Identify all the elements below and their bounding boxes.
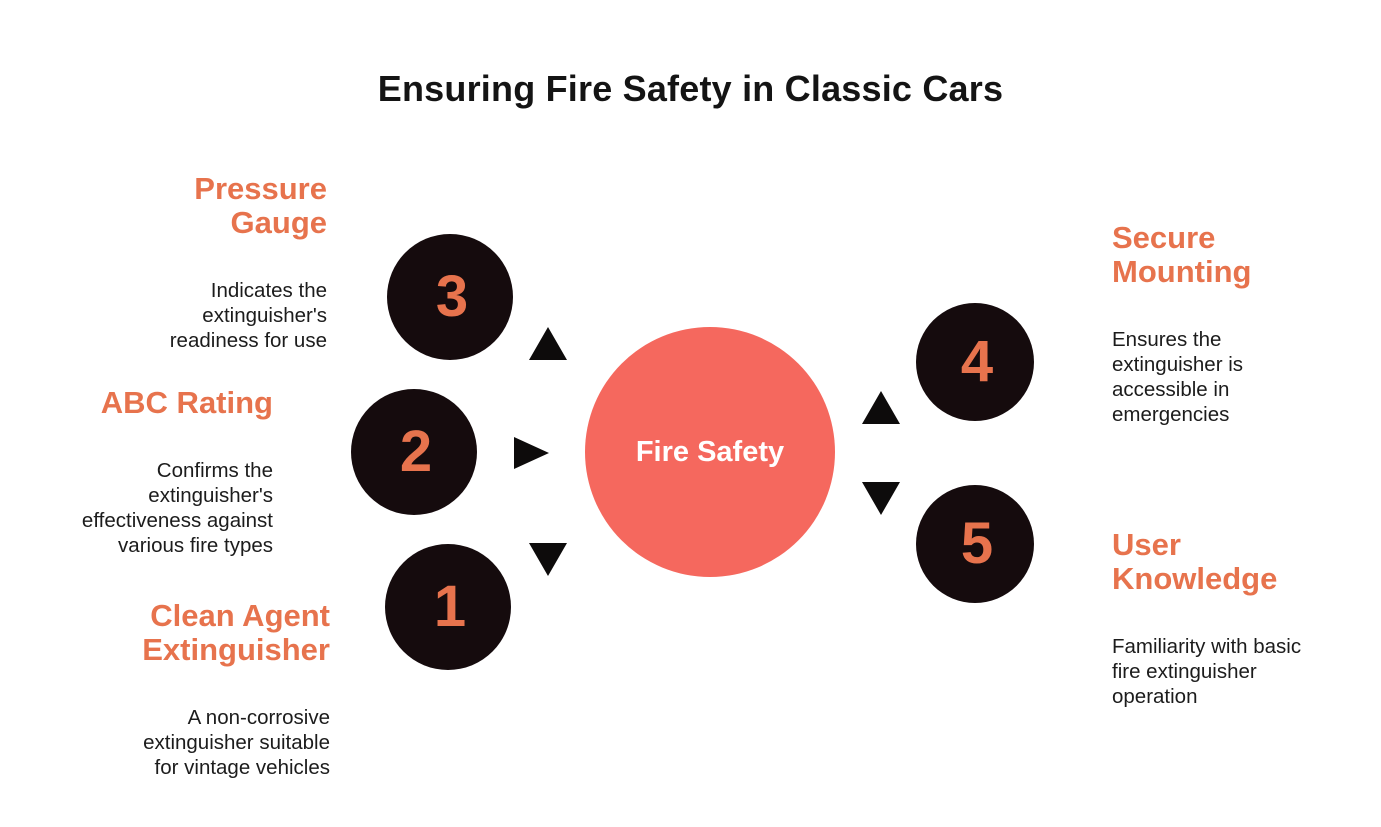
- item-5-heading: User Knowledge: [1112, 527, 1278, 596]
- item-1-text-block: Clean Agent Extinguisher A non-corrosive…: [142, 581, 330, 798]
- triangle-up-icon: [862, 391, 900, 424]
- node-number-1: 1: [433, 574, 467, 639]
- node-circle-3: 3: [387, 234, 513, 360]
- center-circle-label: Fire Safety: [635, 435, 785, 468]
- node-circle-5: 5: [916, 485, 1034, 603]
- center-circle: Fire Safety: [585, 327, 835, 577]
- item-1-heading: Clean Agent Extinguisher: [142, 598, 330, 667]
- node-circle-4: 4: [916, 303, 1034, 421]
- triangle-down-icon: [862, 482, 900, 515]
- page-title: Ensuring Fire Safety in Classic Cars: [377, 68, 1004, 109]
- node-number-2: 2: [399, 419, 433, 484]
- item-3-heading: Pressure Gauge: [194, 171, 327, 240]
- item-5-description: Familiarity with basic fire extinguisher…: [1112, 635, 1302, 708]
- item-3-text-block: Pressure Gauge Indicates the extinguishe…: [170, 154, 327, 371]
- triangle-right-icon: [514, 437, 549, 469]
- node-number-4: 4: [960, 329, 994, 394]
- item-1-description: A non-corrosive extinguisher suitable fo…: [143, 706, 330, 779]
- node-number-5: 5: [960, 511, 994, 576]
- item-2-description: Confirms the extinguisher's effectivenes…: [81, 459, 273, 557]
- node-circle-1: 1: [385, 544, 511, 670]
- item-2-text-block: ABC Rating Confirms the extinguisher's e…: [82, 368, 273, 576]
- item-3-description: Indicates the extinguisher's readiness f…: [169, 279, 327, 352]
- node-number-3: 3: [435, 264, 469, 329]
- triangle-up-icon: [529, 327, 567, 360]
- item-2-heading: ABC Rating: [100, 385, 273, 420]
- item-4-text-block: Secure Mounting Ensures the extinguisher…: [1112, 203, 1251, 445]
- item-5-text-block: User Knowledge Familiarity with basic fi…: [1112, 510, 1301, 727]
- item-4-heading: Secure Mounting: [1112, 220, 1252, 289]
- item-4-description: Ensures the extinguisher is accessible i…: [1112, 328, 1244, 426]
- node-circle-2: 2: [351, 389, 477, 515]
- triangle-down-icon: [529, 543, 567, 576]
